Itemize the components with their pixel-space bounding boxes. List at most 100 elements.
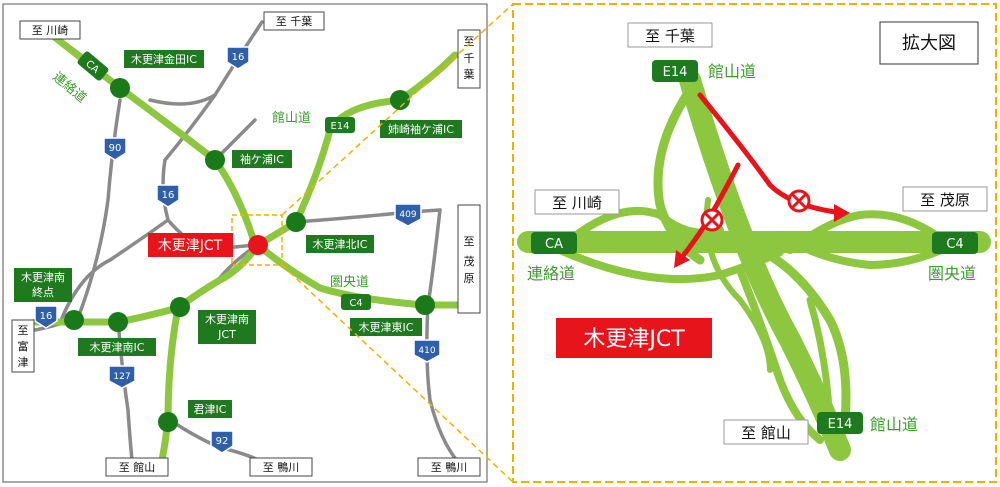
shield-e14-bottom: E14 bbox=[828, 417, 853, 432]
zoom-ramp-10 bbox=[703, 197, 773, 373]
dest-box bbox=[263, 11, 325, 31]
dest-box bbox=[249, 457, 313, 477]
dest-box bbox=[627, 22, 713, 48]
zoom-title: 拡大図 bbox=[902, 33, 956, 54]
svg-text:92: 92 bbox=[216, 436, 229, 447]
jct-label-overview: 木更津JCT bbox=[158, 238, 223, 254]
route-shield-92: 92 bbox=[210, 430, 234, 454]
ic-node-kisarazu-minami-ic bbox=[108, 312, 128, 332]
shield-ca-bg bbox=[531, 232, 577, 254]
route-shield-90: 90 bbox=[103, 137, 127, 161]
ic-label-bg bbox=[78, 338, 156, 356]
dest-futtsu-line3: 津 bbox=[18, 356, 29, 369]
dest-box bbox=[457, 29, 481, 89]
ic-label-kisarazu-minami-shuten-line2: 終点 bbox=[32, 285, 54, 299]
zoom-panel: 拡大図 至 千葉 至 川崎 至 茂原 至 館山 E14 CA C4 E14 館山… bbox=[512, 3, 997, 483]
overview-frame bbox=[2, 3, 488, 483]
dest-mobara-zoom: 至 茂原 bbox=[920, 191, 970, 209]
shield-c4-bg bbox=[932, 232, 978, 254]
dest-mobara-line2: 茂 bbox=[464, 254, 475, 268]
zoom-title-box bbox=[879, 21, 979, 65]
route-shield-409: 409 bbox=[394, 203, 422, 227]
dest-chiba-right-line2: 千 bbox=[464, 52, 475, 65]
dest-kawasaki-overview: 至 川崎 bbox=[32, 23, 69, 37]
svg-text:C4: C4 bbox=[349, 298, 362, 309]
zoom-ramp-2 bbox=[695, 85, 745, 235]
zoom-ramp-6 bbox=[786, 210, 944, 254]
dest-kamogawa-1: 至 鴨川 bbox=[263, 460, 300, 474]
callout-lines bbox=[281, 3, 514, 483]
dest-chiba-top-overview: 至 千葉 bbox=[276, 14, 313, 28]
route-label-rengoudo-zoom: 連絡道 bbox=[527, 264, 575, 283]
jct-label-bg-zoom bbox=[556, 318, 712, 358]
shield-e14-bottom-bg bbox=[817, 412, 863, 434]
closure-marker-2 bbox=[700, 208, 724, 232]
ic-label-sodegaura: 袖ケ浦IC bbox=[240, 152, 284, 166]
zoom-route-labels: 館山道 連絡道 圏央道 館山道 bbox=[527, 62, 976, 434]
dest-chiba-right-line1: 至 bbox=[464, 35, 475, 48]
ic-node-kisarazu-minami-shuten bbox=[64, 310, 84, 330]
zoom-ramp-4 bbox=[556, 246, 784, 284]
route-shield-16-mid: 16 bbox=[156, 184, 180, 208]
svg-text:16: 16 bbox=[232, 52, 245, 63]
ic-node-kimitsu bbox=[158, 412, 178, 432]
dest-mobara-line1: 至 bbox=[464, 235, 475, 248]
dest-box bbox=[902, 186, 988, 212]
zoom-ramp-5 bbox=[755, 245, 851, 425]
route-shield-127: 127 bbox=[108, 365, 136, 389]
shield-e14-top: E14 bbox=[663, 65, 688, 80]
ic-node-kisarazu-higashi bbox=[415, 295, 435, 315]
ic-label-bg bbox=[198, 310, 256, 344]
dest-futtsu-line1: 至 bbox=[18, 324, 29, 337]
zoom-roads bbox=[517, 69, 991, 461]
ic-label-bg bbox=[306, 235, 374, 253]
ic-label-bg bbox=[232, 150, 292, 168]
ic-label-bg bbox=[188, 400, 232, 418]
ic-label-kimitsu: 君津IC bbox=[194, 403, 227, 416]
dest-chiba-right-line3: 葉 bbox=[464, 67, 475, 81]
svg-text:90: 90 bbox=[109, 143, 122, 154]
svg-text:E14: E14 bbox=[330, 121, 349, 132]
dest-futtsu-line2: 富 bbox=[18, 339, 29, 353]
route-shield-410: 410 bbox=[413, 339, 441, 363]
route-label-tateyamadou-bottom: 館山道 bbox=[870, 415, 918, 434]
ic-labels: 木更津金田IC 袖ケ浦IC 姉崎袖ケ浦IC 木更津北IC 木更津南 終点 木更津… bbox=[14, 50, 462, 418]
ic-label-bg bbox=[350, 318, 422, 336]
shield-e14-overview: E14 bbox=[325, 117, 355, 133]
dest-box bbox=[723, 419, 809, 445]
svg-text:16: 16 bbox=[162, 190, 175, 201]
route-label-tateyamadou-top: 館山道 bbox=[708, 62, 756, 81]
ic-label-anesaki-sodegaura: 姉崎袖ケ浦IC bbox=[388, 122, 454, 136]
closed-ramp-arrow-2 bbox=[674, 250, 690, 268]
route-label-kenoudou-zoom: 圏央道 bbox=[928, 264, 976, 283]
national-route-shields: 16 90 16 409 16 127 bbox=[34, 46, 441, 454]
closed-ramp-arrow-1 bbox=[834, 204, 850, 222]
ic-nodes bbox=[64, 78, 435, 432]
route-shield-16-top: 16 bbox=[226, 46, 250, 70]
closure-marker-1 bbox=[787, 189, 811, 213]
zoom-area-box bbox=[231, 214, 283, 266]
zoom-route-shields: E14 CA C4 E14 bbox=[531, 60, 978, 434]
dest-chiba-zoom: 至 千葉 bbox=[645, 27, 695, 45]
ic-node-anesaki-sodegaura bbox=[390, 90, 410, 110]
route-16-south-road bbox=[60, 218, 170, 320]
ic-label-kisarazu-minami-jct-line1: 木更津南 bbox=[205, 313, 249, 326]
dest-box bbox=[534, 189, 620, 215]
dest-box bbox=[417, 457, 481, 477]
route-90-road bbox=[76, 98, 122, 320]
ic-label-kisarazu-kaneda: 木更津金田IC bbox=[131, 52, 197, 66]
ic-label-bg bbox=[14, 268, 72, 302]
ic-label-kisarazu-minami-shuten-line1: 木更津南 bbox=[21, 271, 65, 284]
ic-label-kisarazu-kita: 木更津北IC bbox=[313, 238, 368, 251]
overview-route-shields: CA E14 C4 bbox=[77, 51, 371, 310]
zoom-destinations: 至 千葉 至 川崎 至 茂原 至 館山 bbox=[534, 22, 988, 445]
ic-node-kisarazu-kita bbox=[286, 212, 306, 232]
dest-mobara-line3: 原 bbox=[464, 272, 475, 285]
ic-label-bg bbox=[380, 120, 462, 138]
ic-label-kisarazu-minami-ic: 木更津南IC bbox=[90, 341, 145, 354]
svg-text:16: 16 bbox=[40, 311, 53, 322]
dest-kawasaki-zoom: 至 川崎 bbox=[552, 194, 602, 212]
ic-node-kisarazu-kaneda bbox=[110, 78, 130, 98]
